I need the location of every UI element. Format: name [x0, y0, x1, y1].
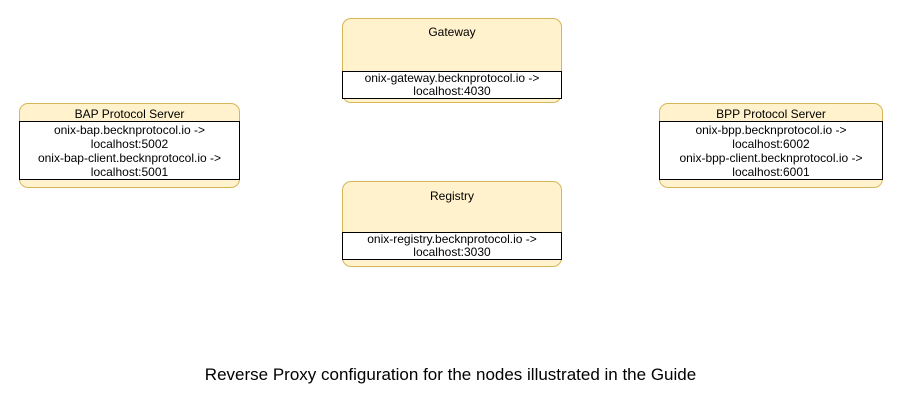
mapping-line: localhost:3030: [413, 245, 491, 259]
proxy-mapping-box: onix-bap.becknprotocol.io -> localhost:5…: [19, 121, 240, 180]
mapping-line: localhost:6001: [732, 164, 810, 179]
node-title: BPP Protocol Server: [716, 107, 826, 121]
diagram-caption: Reverse Proxy configuration for the node…: [204, 365, 697, 384]
node-bap-protocol-server: BAP Protocol Server onix-bap.becknprotoc…: [19, 103, 240, 188]
mapping-line: onix-bap.becknprotocol.io ->: [53, 122, 206, 137]
proxy-mapping-box: onix-registry.becknprotocol.io -> localh…: [342, 232, 562, 260]
mapping-line: onix-bap-client.becknprotocol.io ->: [37, 150, 222, 165]
node-title: Gateway: [428, 25, 476, 39]
proxy-mapping-box: onix-bpp.becknprotocol.io -> localhost:6…: [659, 121, 883, 180]
mapping-line: localhost:5001: [90, 164, 169, 179]
mapping-line: onix-gateway.becknprotocol.io ->: [364, 71, 540, 85]
mapping-line: localhost:6002: [732, 136, 810, 151]
node-title: BAP Protocol Server: [74, 107, 185, 121]
mapping-line: onix-bpp.becknprotocol.io ->: [695, 122, 847, 137]
node-bpp-protocol-server: BPP Protocol Server onix-bpp.becknprotoc…: [659, 103, 883, 188]
node-registry: Registry onix-registry.becknprotocol.io …: [342, 181, 562, 267]
mapping-line: onix-registry.becknprotocol.io ->: [367, 232, 537, 246]
mapping-line: onix-bpp-client.becknprotocol.io ->: [679, 150, 863, 165]
mapping-line: localhost:4030: [413, 84, 491, 98]
node-title: Registry: [429, 189, 474, 203]
proxy-mapping-box: onix-gateway.becknprotocol.io -> localho…: [342, 71, 562, 99]
node-gateway: Gateway onix-gateway.becknprotocol.io ->…: [342, 18, 562, 103]
mapping-line: localhost:5002: [90, 136, 169, 151]
